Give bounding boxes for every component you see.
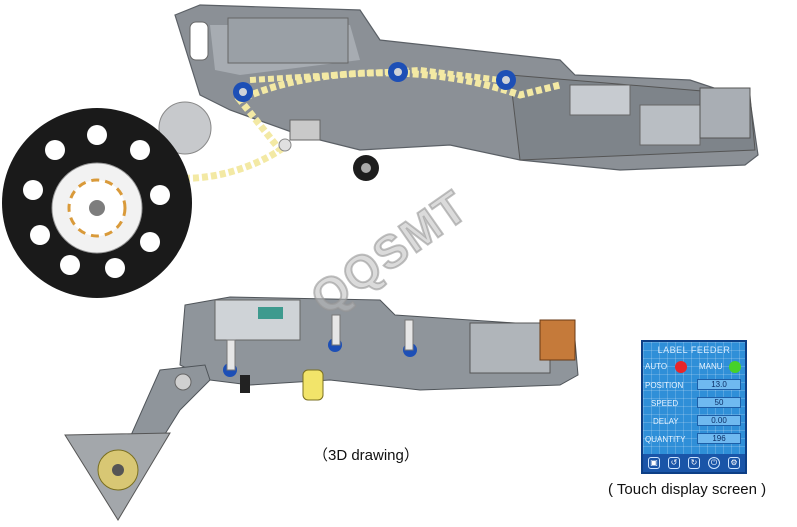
delay-label: DELAY: [653, 417, 679, 426]
gallery-icon[interactable]: ▣: [648, 457, 660, 469]
speed-label: SPEED: [651, 399, 679, 408]
manu-label: MANU: [699, 362, 723, 371]
screen-toolbar: ▣ ↺ ↻ ⏻ ⚙: [643, 454, 745, 472]
touch-display-screen: LABEL FEEDER AUTO MANU POSITION 13.0 SPE…: [641, 340, 747, 474]
caption-3d-drawing: （3D drawing）: [313, 447, 419, 464]
speed-value[interactable]: 50: [697, 397, 741, 408]
manu-indicator[interactable]: [729, 361, 741, 373]
delay-value[interactable]: 0.00: [697, 415, 741, 426]
redo-icon[interactable]: ↻: [688, 457, 700, 469]
gear-icon[interactable]: ⚙: [728, 457, 740, 469]
position-label: POSITION: [645, 381, 684, 390]
quantity-value[interactable]: 196: [697, 433, 741, 444]
label-feeder-photo: [2, 4, 759, 298]
caption-touch-display: ( Touch display screen ): [608, 481, 767, 498]
undo-icon[interactable]: ↺: [668, 457, 680, 469]
auto-label: AUTO: [645, 362, 668, 371]
position-value[interactable]: 13.0: [697, 379, 741, 390]
screen-title: LABEL FEEDER: [657, 345, 731, 355]
quantity-label: QUANTITY: [645, 435, 686, 444]
power-icon[interactable]: ⏻: [708, 457, 720, 469]
auto-indicator[interactable]: [675, 361, 687, 373]
feeder-3d-drawing: [64, 296, 579, 521]
